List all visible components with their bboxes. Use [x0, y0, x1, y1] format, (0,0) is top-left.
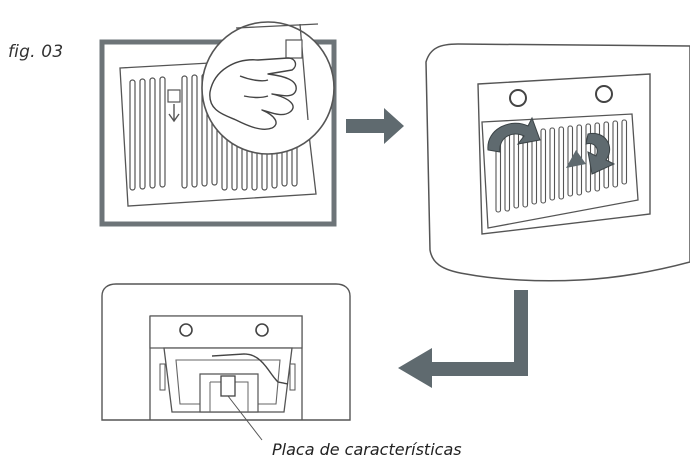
step3-hood-interior-panel — [101, 283, 351, 441]
step3-cable — [211, 353, 289, 385]
step2-screw-right — [595, 85, 613, 103]
rotate-right-arrow-icon — [566, 132, 616, 175]
step3-top-strip — [149, 315, 303, 349]
rating-plate-caption: Placa de características — [272, 440, 462, 459]
step1-filter-removal-panel — [99, 21, 337, 227]
step1-magnifier-latch — [285, 39, 303, 59]
step1-latch — [167, 89, 181, 103]
step3-side-latch-left — [159, 363, 166, 391]
arrow-right-icon — [346, 108, 404, 144]
hand-icon — [209, 57, 297, 130]
step2-hood-panel — [425, 43, 690, 282]
step3-screw-right — [255, 323, 269, 337]
step3-side-latch-right — [289, 363, 296, 391]
arrow-return-left-icon — [398, 290, 528, 388]
step3-cavity-inner — [175, 359, 281, 405]
step1-pull-down-arrow-icon — [168, 104, 180, 123]
rating-plate — [220, 375, 236, 397]
rotate-left-arrow-icon — [487, 116, 541, 153]
step2-screw-left — [509, 89, 527, 107]
rating-plate-leader-line — [227, 395, 263, 441]
figure-label: fig. 03 — [8, 42, 64, 62]
step3-screw-left — [179, 323, 193, 337]
